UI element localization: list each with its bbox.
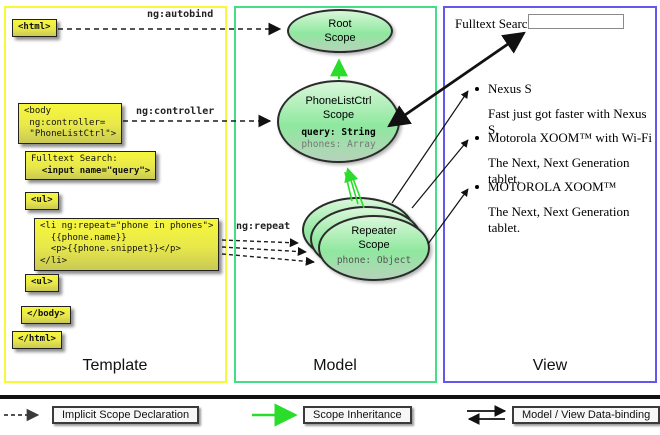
fulltext-search-input[interactable] (528, 14, 624, 29)
fulltext-search-code-box: Fulltext Search: <input name="query"> (25, 151, 157, 181)
template-column-title: Template (82, 357, 148, 374)
view-item-title: Motorola XOOM™ with Wi-Fi (488, 130, 653, 145)
view-item-desc: The Next, Next Generation tablet. (488, 204, 630, 235)
legend-implicit-scope: Implicit Scope Declaration (52, 406, 200, 424)
query-string-prop: query: String (301, 126, 376, 138)
view-item-title: MOTOROLA XOOM™ (488, 179, 617, 194)
phones-array-prop: phones: Array (301, 139, 376, 151)
fulltext-code-label: Fulltext Search: (31, 154, 118, 164)
ng-repeat-label: ng:repeat (236, 221, 291, 232)
ng-autobind-label: ng:autobind (147, 9, 214, 20)
bullet-dot (475, 185, 479, 189)
view-item-desc: Fast just got faster with Nexus S. (488, 106, 647, 137)
view-search-label: Fulltext Search: (455, 16, 538, 31)
legend-separator (0, 395, 660, 399)
html-close-tag-box: </html> (12, 331, 62, 349)
bullet-dot (475, 87, 479, 91)
input-query-code: <input name="query"> (31, 165, 151, 176)
model-column (234, 6, 437, 383)
phone-object-prop: phone: Object (336, 254, 412, 266)
legend-scope-inheritance: Scope Inheritance (303, 406, 412, 424)
ul-close-tag-box: <ul> (25, 274, 59, 292)
body-close-tag-box: </body> (21, 306, 71, 324)
body-open-tag-box: <body ng:controller= "PhoneListCtrl"> (18, 103, 123, 145)
ul-open-tag-box: <ul> (25, 192, 59, 210)
view-item-desc: The Next, Next Generation tablet. (488, 155, 630, 186)
view-column-title: View (532, 357, 568, 374)
li-repeat-code-box: <li ng:repeat="phone in phones"> {{phone… (34, 218, 220, 271)
view-item-title: Nexus S (488, 81, 532, 96)
bullet-dot (475, 136, 479, 140)
ng-controller-label: ng:controller (136, 106, 215, 117)
html-open-tag-box: <html> (12, 19, 57, 37)
model-column-title: Model (313, 357, 357, 374)
legend-model-view-binding: Model / View Data-binding (512, 406, 660, 424)
